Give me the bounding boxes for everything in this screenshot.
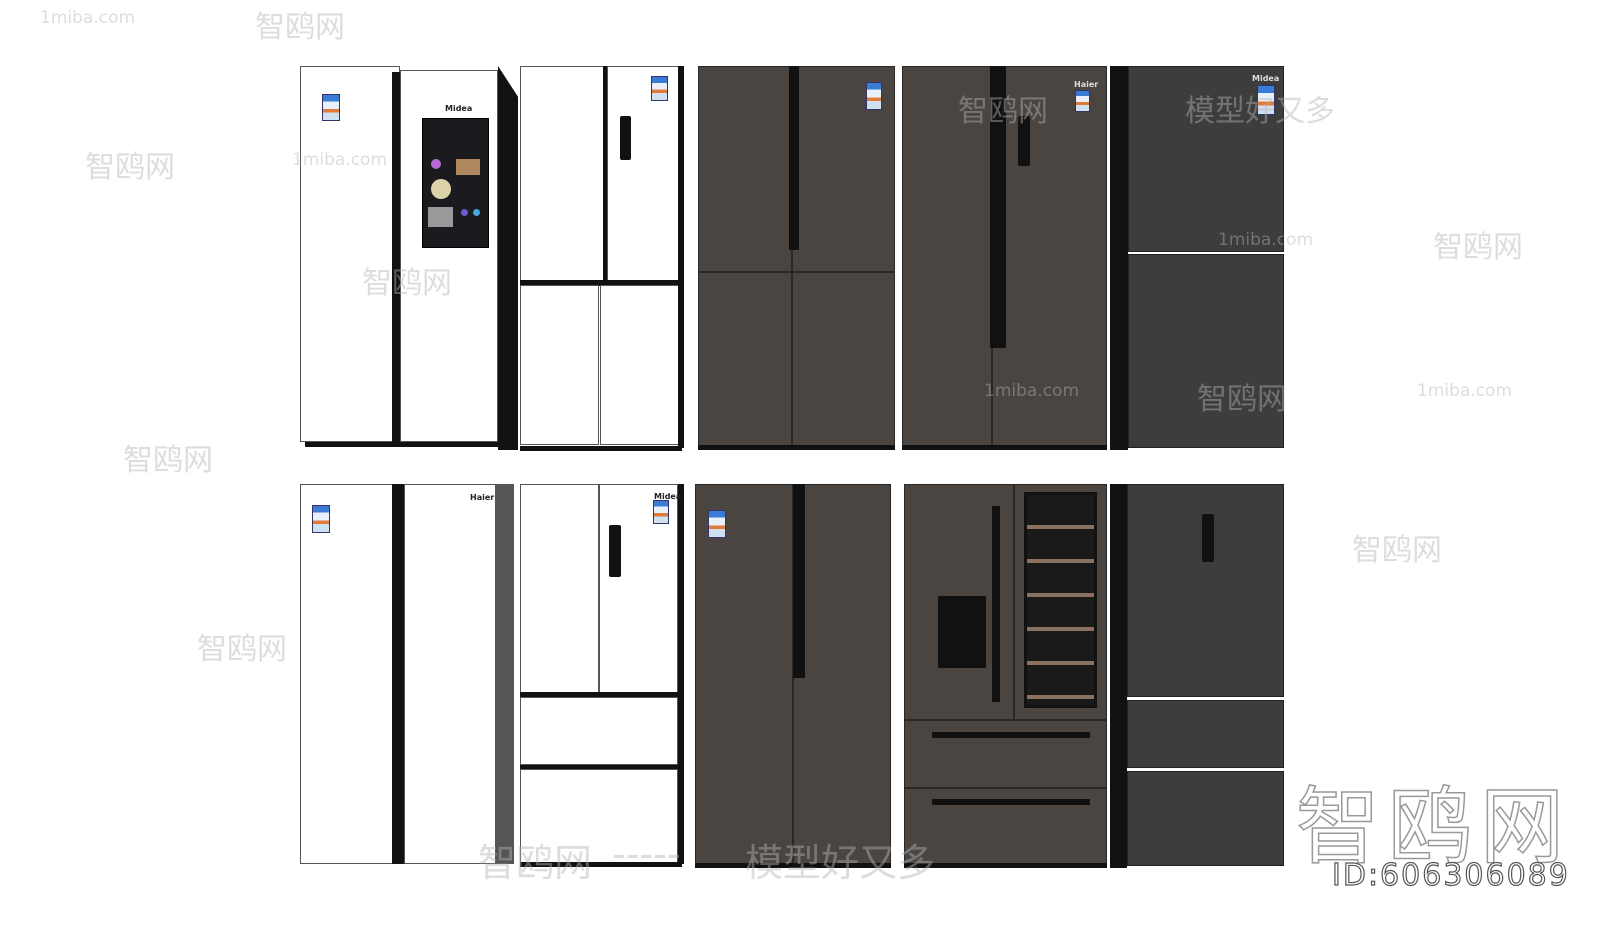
touch-screen — [422, 118, 489, 248]
watermark-logo-large: 智鸥网 — [1295, 777, 1573, 877]
fridge-white-smart-side-by-side: Midea — [300, 66, 518, 450]
control-display — [620, 116, 631, 160]
control-display — [1202, 514, 1214, 562]
watermark-site: 智鸥网 — [85, 150, 175, 185]
watermark-url: 1miba.com — [40, 8, 136, 28]
energy-label — [651, 76, 668, 101]
control-display — [609, 525, 621, 577]
watermark-site: 智鸥网 — [1352, 533, 1442, 568]
energy-label — [312, 505, 330, 533]
fridge-brown-4-door — [698, 66, 895, 450]
watermark-slogan: 模型好又多 — [1185, 94, 1335, 129]
water-dispenser — [938, 596, 986, 668]
watermark-site: 智鸥网 — [362, 266, 452, 301]
energy-label — [322, 94, 340, 121]
energy-label — [653, 500, 669, 524]
watermark-site: 智鸥网 — [255, 10, 345, 45]
control-display — [1018, 116, 1030, 166]
fridge-brown-side-by-side — [695, 484, 891, 868]
watermark-site: 智鸥网 — [197, 632, 287, 667]
watermark-dash: ----- — [612, 832, 681, 876]
watermark-url: 1miba.com — [1218, 230, 1314, 250]
model-id: ID:606306089 — [1331, 857, 1570, 893]
brand-logo: Midea — [654, 492, 682, 501]
energy-label — [708, 510, 726, 538]
brand-logo: Midea — [445, 104, 473, 113]
watermark-url: 1miba.com — [984, 381, 1080, 401]
watermark-slogan: 模型好又多 — [745, 841, 936, 885]
energy-label — [866, 82, 882, 110]
wine-cabinet-window — [1024, 492, 1097, 708]
energy-label — [1075, 90, 1090, 112]
watermark-url: 1miba.com — [292, 150, 388, 170]
brand-logo: Haier — [470, 493, 495, 502]
fridge-gray-3-door: Midea — [1110, 66, 1284, 452]
watermark-site: 智鸥网 — [1197, 382, 1287, 417]
fridge-gray-french-drawers — [1110, 484, 1284, 870]
energy-label — [1257, 85, 1275, 115]
fridge-white-side-by-side-haier: Haier — [300, 484, 514, 866]
watermark-url: 1miba.com — [1417, 381, 1513, 401]
watermark-site: 智鸥网 — [958, 94, 1048, 129]
fridge-brown-side-by-side-haier: Haier — [902, 66, 1107, 450]
brand-logo: Haier — [1074, 80, 1099, 89]
brand-logo: Midea — [1252, 74, 1280, 83]
watermark-site: 智鸥网 — [1433, 230, 1523, 265]
fridge-brown-wine-french-door — [904, 484, 1107, 868]
watermark-site: 智鸥网 — [478, 841, 593, 885]
fridge-white-french-drawers: Midea — [520, 484, 684, 868]
fridge-white-french-4-door — [520, 66, 684, 454]
watermark-site: 智鸥网 — [123, 443, 213, 478]
